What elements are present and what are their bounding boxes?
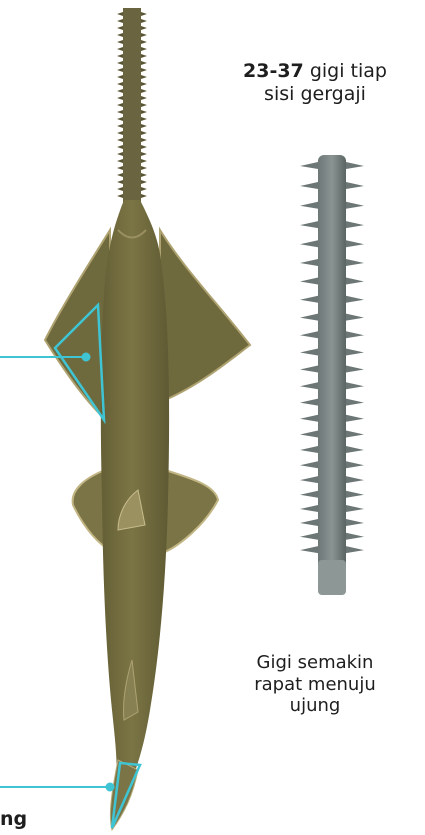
spacing-line-3: ujung xyxy=(290,695,341,716)
right-pectoral-fin xyxy=(160,230,250,400)
rostrum-closeup xyxy=(300,155,364,595)
cutoff-caption: ng xyxy=(0,808,27,831)
teeth-count-text2: sisi gergaji xyxy=(264,83,366,105)
right-pelvic-fin xyxy=(165,470,218,552)
teeth-count-text: gigi tiap xyxy=(304,60,387,82)
spacing-line-2: rapat menuju xyxy=(254,674,376,695)
fish-rostrum xyxy=(117,8,147,208)
spacing-line-1: Gigi semakin xyxy=(257,652,374,673)
sawfish-silhouette xyxy=(45,200,250,830)
teeth-count-number: 23-37 xyxy=(243,60,304,82)
